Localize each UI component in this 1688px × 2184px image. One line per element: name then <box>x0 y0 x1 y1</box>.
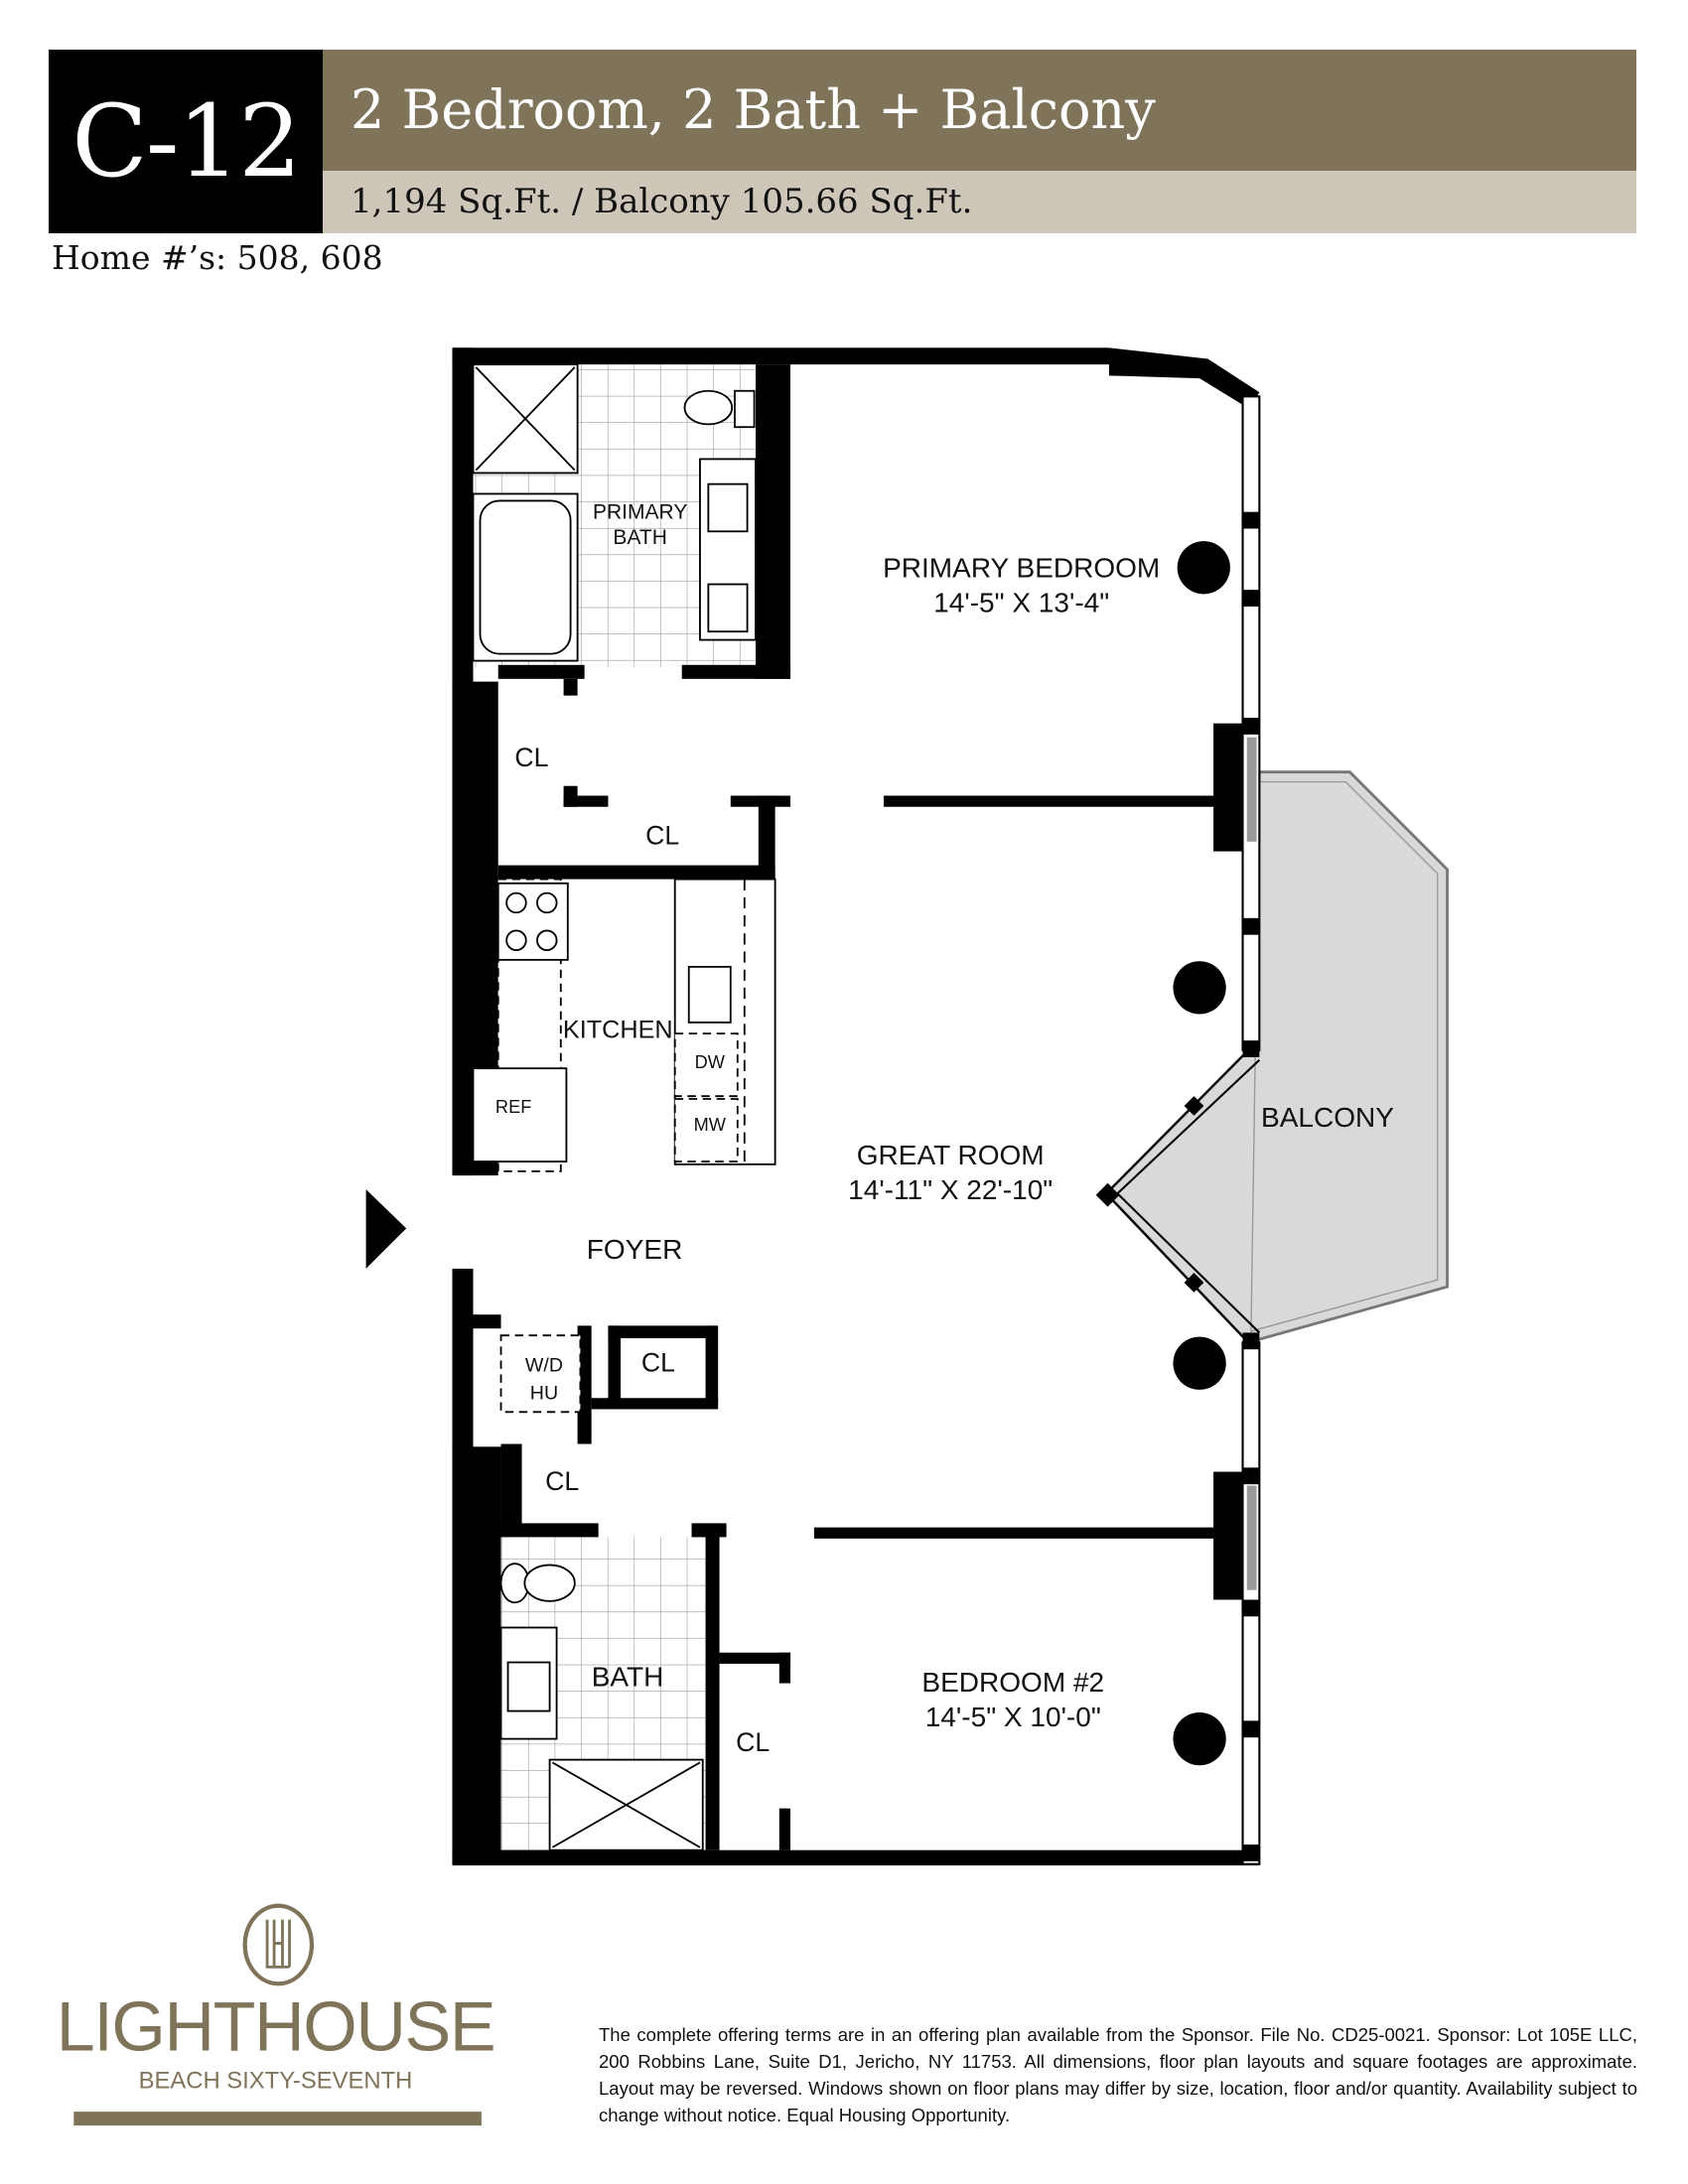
logo-name: LIGHTHOUSE <box>57 1987 494 2065</box>
windows <box>1095 395 1261 1865</box>
unit-code: C-12 <box>49 50 323 233</box>
unit-area: 1,194 Sq.Ft. / Balcony 105.66 Sq.Ft. <box>323 171 1636 233</box>
fixtures <box>472 363 776 1851</box>
label-ref: REF <box>495 1097 531 1117</box>
label-closet: CL <box>545 1466 579 1496</box>
label-balcony: BALCONY <box>1261 1102 1394 1133</box>
label-dw: DW <box>695 1052 726 1072</box>
bedroom-2-size: 14'-5" X 10'-0" <box>925 1702 1101 1732</box>
label-wd: W/D <box>525 1355 563 1377</box>
label-bedroom-2: BEDROOM #2 <box>921 1667 1104 1698</box>
legal-disclaimer: The complete offering terms are in an of… <box>599 2024 1637 2125</box>
columns <box>1173 541 1230 1766</box>
label-kitchen: KITCHEN <box>563 1016 673 1043</box>
label-foyer: FOYER <box>587 1234 683 1265</box>
label-hu: HU <box>530 1383 558 1405</box>
label-primary-bath-2: BATH <box>613 526 667 549</box>
label-bath: BATH <box>592 1661 664 1692</box>
label-closet: CL <box>514 743 548 772</box>
great-room-size: 14'-11" X 22'-10" <box>848 1174 1053 1205</box>
home-numbers: Home #’s: 508, 608 <box>52 238 383 277</box>
label-great-room: GREAT ROOM <box>857 1140 1045 1170</box>
entry-arrow-icon <box>365 1189 407 1269</box>
label-primary-bedroom: PRIMARY BEDROOM <box>883 553 1160 584</box>
label-closet: CL <box>736 1727 770 1757</box>
logo-tagline: BEACH SIXTY-SEVENTH <box>139 2067 413 2094</box>
label-primary-bath-1: PRIMARY <box>593 501 687 524</box>
primary-bedroom-size: 14'-5" X 13'-4" <box>933 588 1109 618</box>
lighthouse-logo: LIGHTHOUSE BEACH SIXTY-SEVENTH <box>57 1903 496 2126</box>
balcony-area <box>1104 770 1449 1344</box>
label-closet: CL <box>641 1348 675 1378</box>
unit-title: 2 Bedroom, 2 Bath + Balcony <box>323 50 1636 171</box>
label-closet: CL <box>645 821 679 851</box>
label-mw: MW <box>694 1115 727 1135</box>
